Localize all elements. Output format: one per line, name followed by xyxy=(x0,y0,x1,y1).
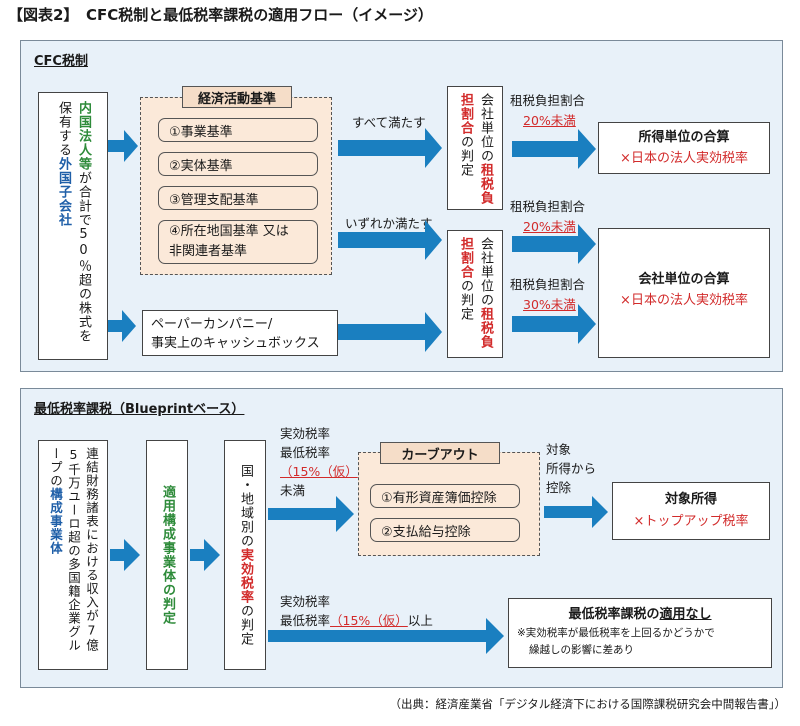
paper-company-box: ペーパーカンパニー/ 事実上のキャッシュボックス xyxy=(142,310,338,356)
lower-cond: 実効税率 最低税率（15%（仮）以上 xyxy=(280,592,433,630)
topup-sub: ×トップアップ税率 xyxy=(633,514,749,529)
arrow-carveout xyxy=(544,496,608,528)
rate-label-2: 租税負担割合 xyxy=(510,199,586,214)
judge-1-tax: 租税 xyxy=(478,163,493,191)
carveout-header: カーブアウト xyxy=(380,442,500,464)
economic-activity-header: 経済活動基準 xyxy=(182,86,292,108)
mne-text: 連結財務諸表における収入が7億5千万ユーロ超の多国籍企業グループの xyxy=(48,447,99,652)
judge-2-tax: 租税 xyxy=(478,307,493,335)
subject-holding: 株式を保有する xyxy=(56,101,91,343)
judge-1-ratio: 負担割合 xyxy=(458,93,493,205)
judge-1-text: 会社単位の租税負担割合の判定 xyxy=(455,93,495,205)
criterion-1: ①事業基準 xyxy=(158,118,318,142)
judge-1-post: の判定 xyxy=(458,135,473,177)
rate-label-1: 租税負担割合 xyxy=(510,93,586,108)
deduct-line3: 控除 xyxy=(546,480,572,495)
carveout-item-2: ②支払給与控除 xyxy=(370,518,520,542)
criterion-4: ④所在地国基準 又は 非関連者基準 xyxy=(158,220,318,264)
figure-title: 【図表2】 CFC税制と最低税率課税の適用フロー（イメージ） xyxy=(8,6,433,24)
subject-ratio: が合計で50％超の xyxy=(76,171,91,301)
rate-label-3: 租税負担割合 xyxy=(510,277,586,292)
na-title-b: 適用なし xyxy=(659,607,712,622)
cfc-subject-box: 内国法人等が合計で50％超の株式を保有する外国子会社 xyxy=(38,92,108,360)
jurisdiction-etr-box: 国・地域別の実効税率の判定 xyxy=(224,440,266,670)
upper-line4: 未満 xyxy=(280,483,306,498)
arrow-any xyxy=(338,220,442,260)
criterion-4-line2: 非関連者基準 xyxy=(169,244,248,259)
paper-line1: ペーパーカンパニー/ xyxy=(151,317,273,332)
arrow-paper xyxy=(338,312,442,352)
lower-line2a: 最低税率 xyxy=(280,613,331,628)
judge-2-text: 会社単位の租税負担割合の判定 xyxy=(455,237,495,353)
judge-box-1: 会社単位の租税負担割合の判定 xyxy=(447,86,503,210)
na-note1: ※実効税率が最低税率を上回るかどうかで xyxy=(517,627,715,639)
rate-value-1: 20%未満 xyxy=(523,113,576,128)
cfc-subject-text: 内国法人等が合計で50％超の株式を保有する外国子会社 xyxy=(53,101,93,351)
applicable-entity-box: 適用構成事業体の判定 xyxy=(146,440,188,670)
judge-1-pre: 会社単位の xyxy=(478,93,493,163)
arrow-mne xyxy=(110,539,140,571)
judge-2-ratio: 負担割合 xyxy=(458,237,493,349)
arrow-below-min xyxy=(268,496,354,532)
topup-box: 対象所得 ×トップアップ税率 xyxy=(612,482,770,540)
na-title: 最低税率課税の適用なし xyxy=(517,605,763,625)
upper-rate: （15%（仮） xyxy=(280,464,358,479)
etr-red: 実効税率 xyxy=(238,548,253,604)
na-title-a: 最低税率課税の xyxy=(568,607,660,622)
criterion-2: ②実体基準 xyxy=(158,152,318,176)
outcome-box-2: 会社単位の合算 ×日本の法人実効税率 xyxy=(598,228,770,358)
paper-line2: 事実上のキャッシュボックス xyxy=(151,336,320,351)
subject-foreign: 外国子会社 xyxy=(56,157,71,227)
arrow-subject-criteria xyxy=(108,130,138,162)
outcome-2-title: 会社単位の合算 xyxy=(638,272,730,287)
judge-2-pre: 会社単位の xyxy=(478,237,493,307)
arrow-rate1 xyxy=(512,129,596,169)
outcome-box-1: 所得単位の合算 ×日本の法人実効税率 xyxy=(598,122,770,174)
source-note: （出典：経済産業省「デジタル経済下における国際課税研究会中間報告書」） xyxy=(389,697,786,711)
criterion-4-line1: ④所在地国基準 又は xyxy=(169,224,289,239)
deduct-line2: 所得から xyxy=(546,461,597,476)
mne-entity: 構成事業体 xyxy=(48,487,63,556)
cfc-section-title: CFC税制 xyxy=(34,54,88,69)
judge-box-2: 会社単位の租税負担割合の判定 xyxy=(447,230,503,358)
arrow-subject-paper xyxy=(108,310,136,342)
minimum-section-title: 最低税率課税（Blueprintベース） xyxy=(34,402,245,417)
mne-group-text: 連結財務諸表における収入が7億5千万ユーロ超の多国籍企業グループの構成事業体 xyxy=(46,447,100,665)
arrow-above-min xyxy=(268,618,504,654)
mne-group-box: 連結財務諸表における収入が7億5千万ユーロ超の多国籍企業グループの構成事業体 xyxy=(38,440,108,670)
cond-all-label: すべて満たす xyxy=(352,115,426,130)
judge-2-post: の判定 xyxy=(458,279,473,321)
arrow-rate3 xyxy=(512,304,596,344)
arrow-rate2 xyxy=(512,224,596,264)
arrow-applicable xyxy=(190,539,220,571)
na-note2: 繰越しの影響に差あり xyxy=(529,644,634,656)
upper-cond: 実効税率 最低税率 （15%（仮） 未満 xyxy=(280,424,358,500)
deduct-line1: 対象 xyxy=(546,442,572,457)
subject-domestic: 内国法人等 xyxy=(76,101,91,171)
criterion-3: ③管理支配基準 xyxy=(158,186,318,210)
deduct-label: 対象 所得から 控除 xyxy=(546,440,596,497)
applicable-entity-text: 適用構成事業体の判定 xyxy=(160,485,175,625)
outcome-1-title: 所得単位の合算 xyxy=(638,130,730,145)
carveout-item-1: ①有形資産簿価控除 xyxy=(370,484,520,508)
outcome-2-sub: ×日本の法人実効税率 xyxy=(620,293,748,308)
lower-rate: （15%（仮） xyxy=(330,613,408,628)
lower-line1: 実効税率 xyxy=(280,594,331,609)
etr-pre: 国・地域別の xyxy=(238,464,253,548)
rate-value-2: 20%未満 xyxy=(523,219,576,234)
upper-line2: 最低税率 xyxy=(280,445,331,460)
arrow-all xyxy=(338,128,442,168)
upper-line1: 実効税率 xyxy=(280,426,331,441)
etr-post: の判定 xyxy=(238,604,253,646)
outcome-1-sub: ×日本の法人実効税率 xyxy=(620,151,748,166)
lower-line2b: 以上 xyxy=(407,613,433,628)
rate-value-3: 30%未満 xyxy=(523,297,576,312)
jurisdiction-etr-text: 国・地域別の実効税率の判定 xyxy=(235,464,255,646)
not-applicable-box: 最低税率課税の適用なし ※実効税率が最低税率を上回るかどうかで 繰越しの影響に差… xyxy=(508,598,772,668)
topup-title: 対象所得 xyxy=(664,492,717,507)
cond-any-label: いずれか満たす xyxy=(345,216,433,231)
